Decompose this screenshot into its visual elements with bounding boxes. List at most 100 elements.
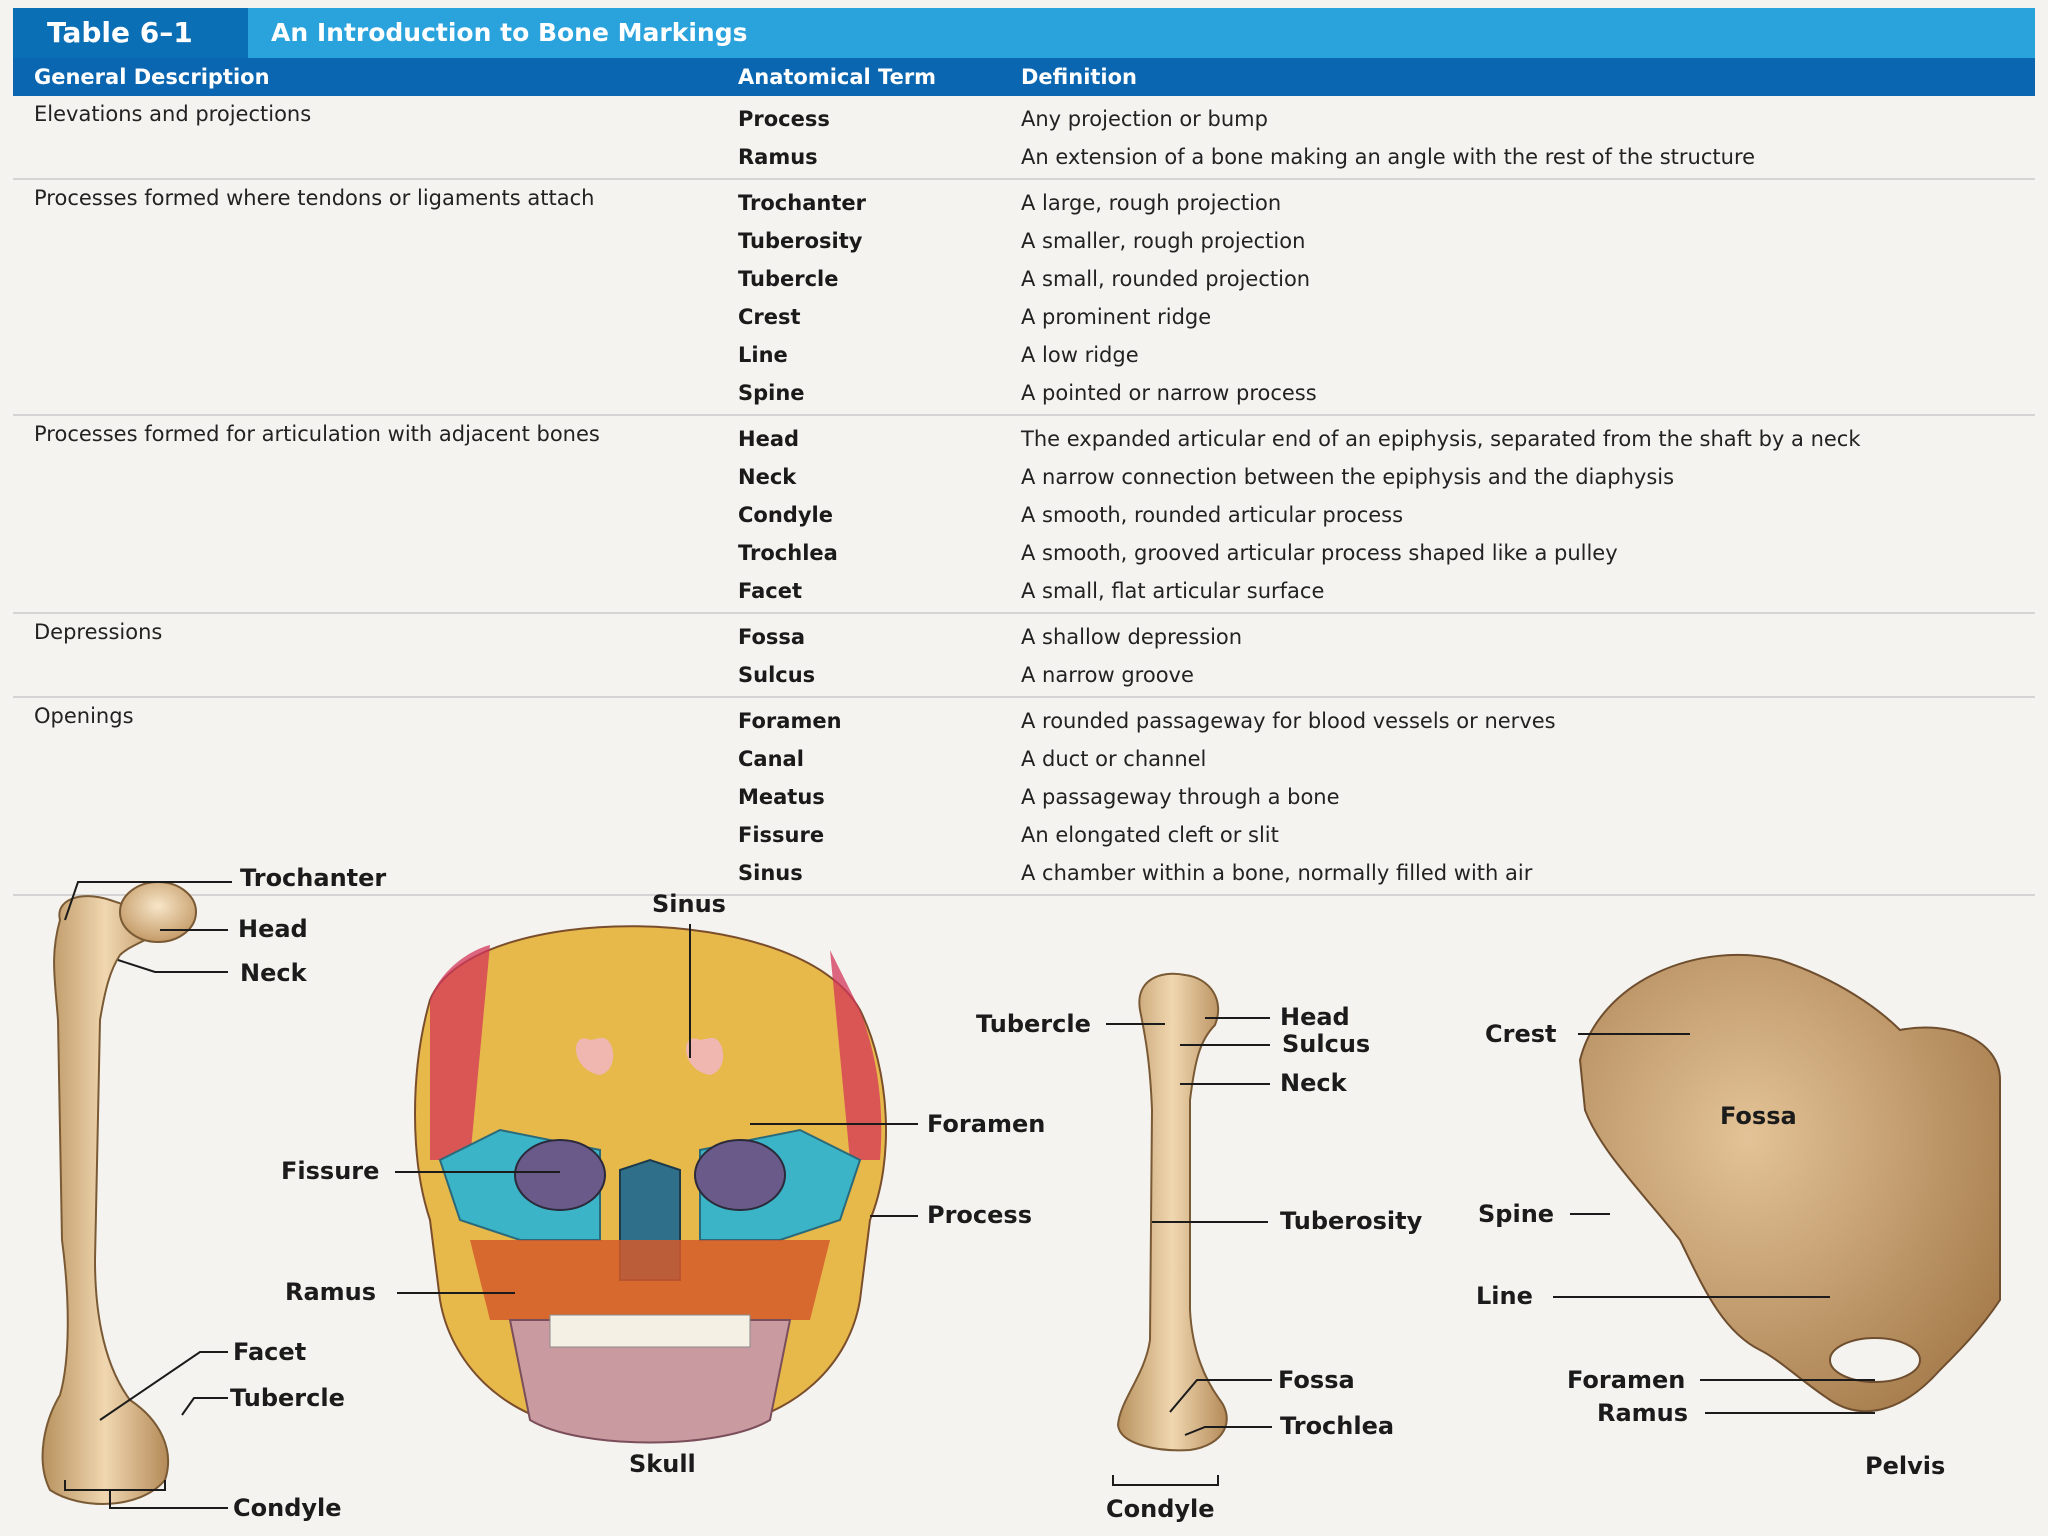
pelvis-caption: Pelvis: [1865, 1452, 1946, 1480]
definition: A low ridge: [1021, 343, 1139, 367]
definition: A narrow groove: [1021, 663, 1194, 687]
group-description: Depressions: [34, 620, 163, 644]
group-description: Processes formed for articulation with a…: [34, 422, 600, 446]
humerus-label-tubercle: Tubercle: [976, 1010, 1091, 1038]
term: Sulcus: [738, 663, 816, 687]
header-anatomical-term: Anatomical Term: [738, 65, 937, 89]
femur-label-neck: Neck: [240, 959, 307, 987]
term: Crest: [738, 305, 801, 329]
definition: A smooth, grooved articular process shap…: [1021, 541, 1618, 565]
group-description: Processes formed where tendons or ligame…: [34, 186, 595, 210]
definition: A smooth, rounded articular process: [1021, 503, 1404, 527]
term: Sinus: [738, 861, 803, 885]
term: Tuberosity: [738, 229, 863, 253]
pelvis-label-line: Line: [1476, 1282, 1533, 1310]
bone-markings-table: Table 6–1 An Introduction to Bone Markin…: [13, 8, 2035, 896]
femur-label-tubercle: Tubercle: [230, 1384, 345, 1412]
humerus-label-neck: Neck: [1280, 1069, 1347, 1097]
term: Trochlea: [738, 541, 838, 565]
humerus-label-fossa: Fossa: [1278, 1366, 1355, 1394]
table-title: An Introduction to Bone Markings: [271, 18, 748, 47]
humerus-label-trochlea: Trochlea: [1280, 1412, 1395, 1440]
term: Spine: [738, 381, 805, 405]
definition: A shallow depression: [1021, 625, 1243, 649]
pelvis-label-spine: Spine: [1478, 1200, 1555, 1228]
table-row: Ramus An extension of a bone making an an…: [13, 138, 2035, 176]
term: Neck: [738, 465, 797, 489]
group-description: Openings: [34, 704, 134, 728]
definition: The expanded articular end of an epiphys…: [1021, 427, 1861, 451]
skull-drawing: [414, 925, 887, 1444]
term: Head: [738, 427, 800, 451]
femur-label-condyle: Condyle: [233, 1494, 342, 1522]
term: Meatus: [738, 785, 825, 809]
table-header-row: General Description Anatomical Term Defi…: [13, 58, 2035, 96]
definition: A small, flat articular surface: [1021, 579, 1325, 603]
group-description: Elevations and projections: [34, 102, 312, 126]
term: Line: [738, 343, 788, 367]
table-row: Tuberosity A smaller, rough projection: [13, 222, 2035, 260]
femur-label-facet: Facet: [233, 1338, 307, 1366]
header-general-description: General Description: [34, 65, 270, 89]
definition: A narrow connection between the epiphysi…: [1021, 465, 1675, 489]
table-row: Facet A small, flat articular surface: [13, 572, 2035, 610]
pelvis-drawing: [1578, 953, 2001, 1413]
table-group-depressions: Depressions Fossa A shallow depression Su…: [13, 614, 2035, 698]
humerus-label-sulcus: Sulcus: [1282, 1030, 1371, 1058]
humerus-drawing: [1116, 972, 1228, 1452]
pelvis-label-fossa: Fossa: [1720, 1102, 1797, 1130]
table-row: Neck A narrow connection between the epip…: [13, 458, 2035, 496]
table-row: Fossa A shallow depression: [13, 618, 2035, 656]
skull-label-foramen: Foramen: [927, 1110, 1046, 1138]
skull-label-fissure: Fissure: [281, 1157, 380, 1185]
table-row: Crest A prominent ridge: [13, 298, 2035, 336]
term: Facet: [738, 579, 803, 603]
definition: A small, rounded projection: [1021, 267, 1311, 291]
femur-label-trochanter: Trochanter: [240, 864, 387, 892]
table-row: Trochlea A smooth, grooved articular proc…: [13, 534, 2035, 572]
term: Foramen: [738, 709, 842, 733]
table-group-articulation-processes: Processes formed for articulation with a…: [13, 416, 2035, 614]
term: Tubercle: [738, 267, 839, 291]
term: Ramus: [738, 145, 818, 169]
skull-caption: Skull: [629, 1450, 696, 1478]
table-row: Spine A pointed or narrow process: [13, 374, 2035, 412]
femur-drawing: [41, 881, 197, 1505]
skull-label-ramus: Ramus: [285, 1278, 377, 1306]
definition: A chamber within a bone, normally filled…: [1021, 861, 1533, 885]
table-group-openings: Openings Foramen A rounded passageway for…: [13, 698, 2035, 896]
definition: A large, rough projection: [1021, 191, 1282, 215]
definition: An extension of a bone making an angle w…: [1021, 145, 1756, 169]
definition: A pointed or narrow process: [1021, 381, 1317, 405]
bone-illustrations: Trochanter Head Neck Facet Tubercle Cond…: [0, 860, 2048, 1536]
term: Fissure: [738, 823, 825, 847]
table-row: Line A low ridge: [13, 336, 2035, 374]
table-title-bar: Table 6–1 An Introduction to Bone Markin…: [13, 8, 2035, 58]
table-row: Foramen A rounded passageway for blood ve…: [13, 702, 2035, 740]
leader-lines: [64, 881, 1875, 1509]
pelvis-label-foramen: Foramen: [1567, 1366, 1686, 1394]
table-row: Sinus A chamber within a bone, normally f…: [13, 854, 2035, 892]
skull-label-process: Process: [927, 1201, 1032, 1229]
humerus-label-condyle: Condyle: [1106, 1495, 1215, 1523]
definition: A prominent ridge: [1021, 305, 1212, 329]
definition: A rounded passageway for blood vessels o…: [1021, 709, 1556, 733]
humerus-label-head: Head: [1280, 1003, 1350, 1031]
term: Canal: [738, 747, 804, 771]
definition: A smaller, rough projection: [1021, 229, 1306, 253]
definition: An elongated cleft or slit: [1021, 823, 1279, 847]
pelvis-label-ramus: Ramus: [1597, 1399, 1689, 1427]
term: Process: [738, 107, 830, 131]
table-number: Table 6–1: [13, 8, 248, 58]
term: Fossa: [738, 625, 806, 649]
femur-label-head: Head: [238, 915, 308, 943]
humerus-label-tuberosity: Tuberosity: [1280, 1207, 1423, 1235]
skull-label-sinus: Sinus: [652, 890, 726, 918]
table-row: Tubercle A small, rounded projection: [13, 260, 2035, 298]
table-group-attachment-processes: Processes formed where tendons or ligame…: [13, 180, 2035, 416]
table-row: Sulcus A narrow groove: [13, 656, 2035, 694]
